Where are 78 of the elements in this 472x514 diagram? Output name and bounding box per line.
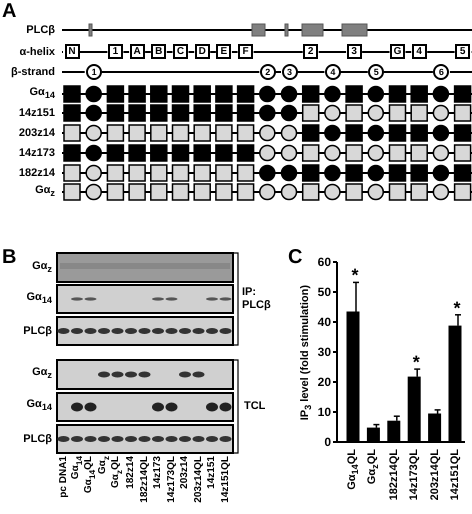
lane-label: 203z14QL (192, 456, 204, 503)
connector-line (297, 71, 324, 73)
lane-label: pc DNA1 (58, 456, 70, 498)
connector-line (384, 71, 433, 73)
panel-letter: A (2, 0, 16, 22)
strand-circle: 3 (282, 64, 298, 80)
strand-circle: 4 (324, 64, 341, 80)
helix-box: 2 (303, 44, 318, 59)
category-label: 182z14QL (388, 449, 400, 500)
lane-label: 14z151QL (220, 456, 232, 503)
row-label: PLCβ (26, 24, 55, 36)
tick-label: 40 (318, 316, 331, 328)
helix-box: N (64, 44, 80, 59)
connector-line (232, 51, 238, 53)
helix-box: D (194, 44, 210, 59)
helix-box: 1 (108, 44, 123, 59)
row-label: β-strand (11, 66, 55, 78)
category-label: 14z151QL (449, 449, 461, 500)
tick-label: 30 (318, 346, 331, 358)
strand-circle: 5 (368, 64, 384, 80)
tick-label: 10 (318, 406, 331, 418)
helix-box: E (216, 44, 232, 59)
connector-line (210, 51, 216, 53)
helix-box: A (130, 44, 145, 59)
connector-line (406, 51, 412, 53)
lane-label: 14z173QL (166, 456, 178, 503)
lane-label: 14z151 (206, 456, 218, 489)
helix-box: F (238, 44, 254, 59)
significance-asterisk: * (412, 355, 420, 370)
row-label: 182z14 (18, 166, 55, 180)
category-label: 14z173QL (408, 449, 420, 500)
row-label: PLCβ (23, 432, 52, 446)
lane-label: 203z14 (179, 456, 191, 489)
bracket-label: TCL (244, 400, 266, 412)
connector-line (340, 71, 368, 73)
strand-circle: 1 (86, 64, 102, 80)
connector-line (362, 51, 390, 53)
row-label: Gα$_{14}$ (26, 291, 52, 308)
connector-line (123, 51, 130, 53)
row-label: 203z14 (18, 126, 55, 140)
connector-line (188, 51, 194, 53)
tick-label: 60 (318, 256, 331, 268)
connector-line (166, 51, 172, 53)
strand-circle: 2 (260, 64, 276, 80)
significance-asterisk: * (352, 268, 359, 282)
connector-line (102, 71, 260, 73)
lane-label: 182z14 (125, 456, 137, 489)
category-label: 203z14QL (428, 449, 441, 500)
significance-asterisk: * (454, 300, 461, 315)
connector-line (254, 51, 303, 53)
helix-box: C (173, 44, 188, 59)
row-label: Gα$_{14}$ (29, 86, 55, 102)
helix-box: 4 (412, 44, 427, 59)
row-label: Gα$_{z}$ (35, 184, 55, 200)
row-label: Gα$_{14}$ (26, 398, 52, 414)
connector-line (145, 51, 151, 53)
tick-label: 50 (318, 286, 331, 298)
helix-box: B (151, 44, 166, 59)
helix-box: 3 (346, 44, 362, 59)
row-label: α-helix (20, 46, 55, 58)
connector-line (427, 51, 455, 53)
tick-label: 20 (318, 376, 331, 388)
helix-box: G (390, 44, 405, 59)
row-label: Gα$_{z}$ (32, 366, 52, 382)
strand-circle: 6 (433, 64, 450, 80)
row-label: 14z173 (18, 146, 55, 160)
helix-box: 5 (455, 44, 470, 59)
row-label: 14z151 (18, 106, 55, 120)
panel-letter: B (2, 246, 16, 268)
lane-label: 182z14QL (138, 456, 150, 503)
connector-line (80, 51, 108, 53)
row-label: PLCβ (23, 324, 52, 338)
panel-letter: C (288, 246, 302, 268)
tick-label: 0 (324, 436, 331, 448)
row-label: Gα$_{z}$ (32, 260, 52, 276)
lane-label: 14z173 (152, 456, 164, 489)
connector-line (318, 51, 346, 53)
bracket-label: IP: PLCβ (242, 286, 272, 312)
